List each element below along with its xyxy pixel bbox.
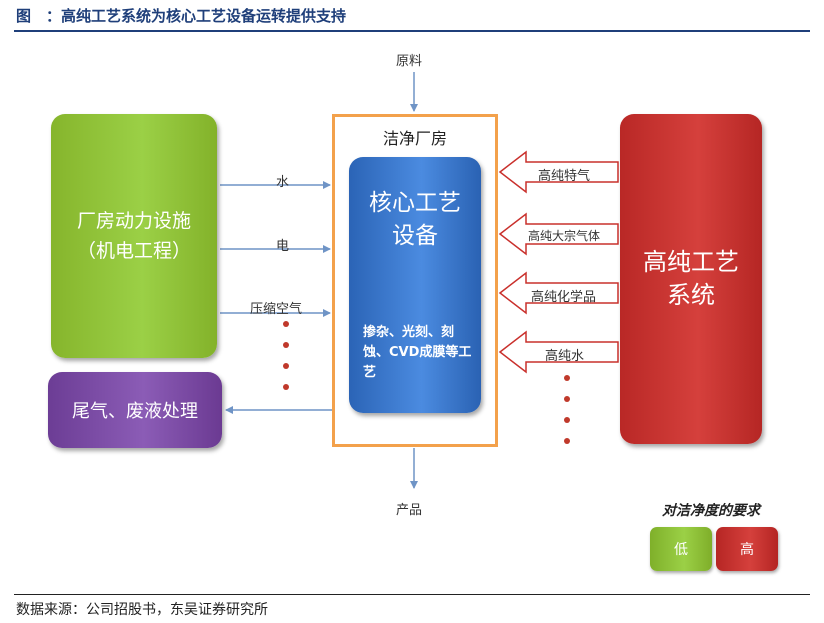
chemical-supply-arrow bbox=[498, 271, 619, 315]
input-power-label: 电 bbox=[276, 239, 290, 254]
core-equipment-title: 核心工艺 设备 bbox=[349, 187, 481, 253]
core-equipment-title-line2: 设备 bbox=[392, 223, 438, 249]
gas-supply-arrow bbox=[498, 150, 619, 194]
supply-water-label: 高纯水 bbox=[545, 349, 585, 364]
supply-chemical-label: 高纯化学品 bbox=[531, 290, 597, 305]
figure-title: 图 ：高纯工艺系统为核心工艺设备运转提供支持 bbox=[16, 7, 347, 25]
core-equipment-box: 核心工艺 设备 掺杂、光刻、刻蚀、CVD成膜等工艺 bbox=[349, 157, 481, 413]
raw-material-label: 原料 bbox=[396, 54, 423, 69]
source-divider bbox=[14, 594, 810, 595]
exhaust-treatment-label: 尾气、废液处理 bbox=[72, 401, 198, 422]
high-purity-system-label: 高纯工艺 bbox=[643, 248, 739, 276]
continuation-dot bbox=[283, 384, 289, 390]
bulk-gas-supply-arrow bbox=[498, 212, 619, 256]
legend-title: 对洁净度的要求 bbox=[662, 503, 760, 519]
legend-high-label: 高 bbox=[740, 542, 754, 558]
continuation-dot bbox=[283, 321, 289, 327]
source-note: 数据来源：公司招股书，东吴证券研究所 bbox=[16, 602, 268, 618]
exhaust-treatment-box: 尾气、废液处理 bbox=[48, 372, 222, 448]
continuation-dot bbox=[564, 375, 570, 381]
supply-bulk-gas-label: 高纯大宗气体 bbox=[528, 229, 601, 243]
cleanroom-frame: 洁净厂房 核心工艺 设备 掺杂、光刻、刻蚀、CVD成膜等工艺 bbox=[332, 114, 498, 447]
input-air-label: 压缩空气 bbox=[250, 302, 303, 317]
continuation-dot bbox=[283, 342, 289, 348]
legend-low: 低 bbox=[650, 527, 712, 571]
continuation-dot bbox=[564, 438, 570, 444]
supply-gas-label: 高纯特气 bbox=[538, 169, 591, 184]
input-water-label: 水 bbox=[276, 175, 290, 190]
core-equipment-title-line1: 核心工艺 bbox=[369, 190, 461, 216]
high-purity-system-label-line2: 系统 bbox=[667, 281, 715, 309]
title-divider bbox=[14, 30, 810, 32]
facility-label: 厂房动力设施 bbox=[76, 210, 191, 232]
water-supply-arrow bbox=[498, 330, 619, 374]
legend-high: 高 bbox=[716, 527, 778, 571]
facility-box: 厂房动力设施 （机电工程） bbox=[51, 114, 217, 358]
legend-low-label: 低 bbox=[674, 542, 688, 558]
high-purity-system-box: 高纯工艺 系统 bbox=[620, 114, 762, 444]
product-label: 产品 bbox=[396, 503, 423, 518]
continuation-dot bbox=[564, 396, 570, 402]
cleanroom-label: 洁净厂房 bbox=[382, 129, 447, 148]
continuation-dot bbox=[564, 417, 570, 423]
core-process-list: 掺杂、光刻、刻蚀、CVD成膜等工艺 bbox=[363, 325, 472, 380]
continuation-dot bbox=[283, 363, 289, 369]
facility-sublabel: （机电工程） bbox=[76, 240, 191, 262]
